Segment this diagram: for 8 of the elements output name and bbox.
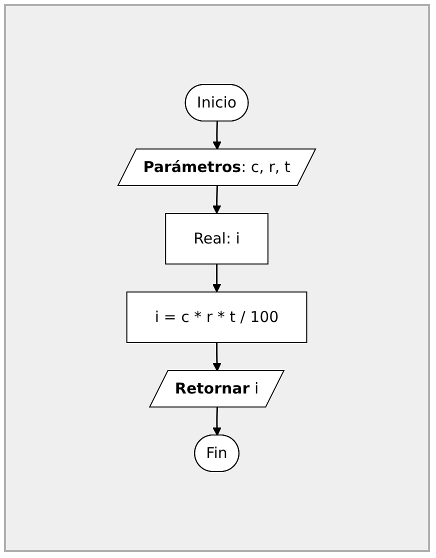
arrow	[212, 186, 222, 214]
arrow	[212, 342, 222, 372]
node-box	[126, 292, 308, 343]
diagram-background: Inicio Parámetros: c, r, t Real: i i = c * r * t / 100 Retornar i Fin	[4, 4, 430, 552]
arrow	[212, 264, 222, 292]
node-box	[165, 213, 269, 264]
arrow	[212, 121, 222, 150]
arrow	[212, 407, 222, 436]
